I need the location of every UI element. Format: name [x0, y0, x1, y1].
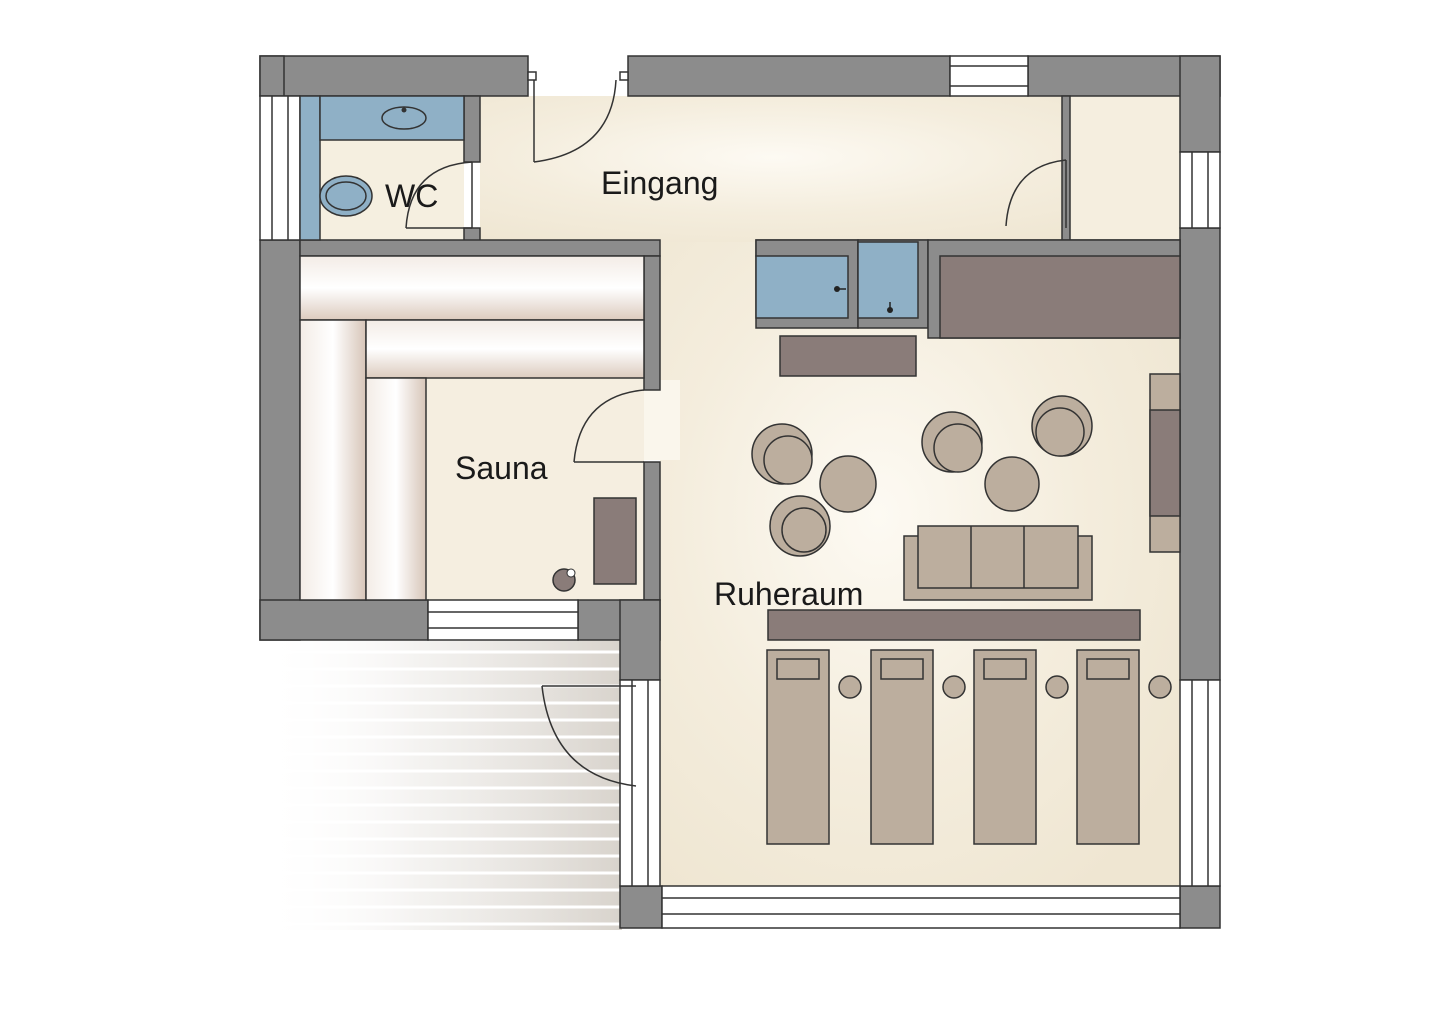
room-label-entrance: Eingang: [601, 165, 718, 201]
walls: [259, 55, 1221, 929]
terrace-door[interactable]: [541, 685, 637, 787]
sauna-door[interactable]: [573, 389, 645, 463]
storage-door[interactable]: [1005, 159, 1067, 228]
terrace-deck: [260, 640, 622, 930]
kitchenette: [755, 239, 1181, 377]
lounge-furniture: [751, 373, 1181, 845]
sun-lounger: [973, 649, 1069, 845]
sofa: [903, 525, 1093, 601]
sun-lounger: [870, 649, 966, 845]
armchair: [921, 411, 983, 473]
room-label-wc: WC: [385, 178, 438, 214]
counter: [939, 255, 1181, 339]
windows: [259, 55, 1221, 929]
stool: [819, 455, 877, 513]
toilet-icon: [319, 175, 373, 217]
side-table: [1045, 675, 1069, 699]
sun-lounger: [1076, 649, 1172, 845]
armchair: [769, 495, 831, 557]
sauna-stove: [593, 497, 637, 585]
armchair: [1031, 395, 1093, 457]
sideboard: [767, 609, 1141, 641]
entrance-door[interactable]: [527, 71, 629, 163]
side-table: [1148, 675, 1172, 699]
kitchen-island: [779, 335, 917, 377]
stool: [984, 456, 1040, 512]
sun-lounger: [766, 649, 862, 845]
room-labels: WC Eingang Sauna Ruheraum: [385, 165, 863, 612]
wc-fixtures: [299, 95, 465, 241]
sauna-benches: [299, 255, 645, 601]
side-table: [942, 675, 966, 699]
doors: [405, 71, 1067, 787]
room-label-sauna: Sauna: [455, 450, 548, 486]
sink-icon: [381, 106, 427, 130]
room-label-lounge: Ruheraum: [714, 576, 863, 612]
sauna-bucket-icon: [552, 568, 576, 592]
wc-door[interactable]: [405, 161, 473, 229]
side-table: [838, 675, 862, 699]
armchair: [751, 423, 813, 485]
